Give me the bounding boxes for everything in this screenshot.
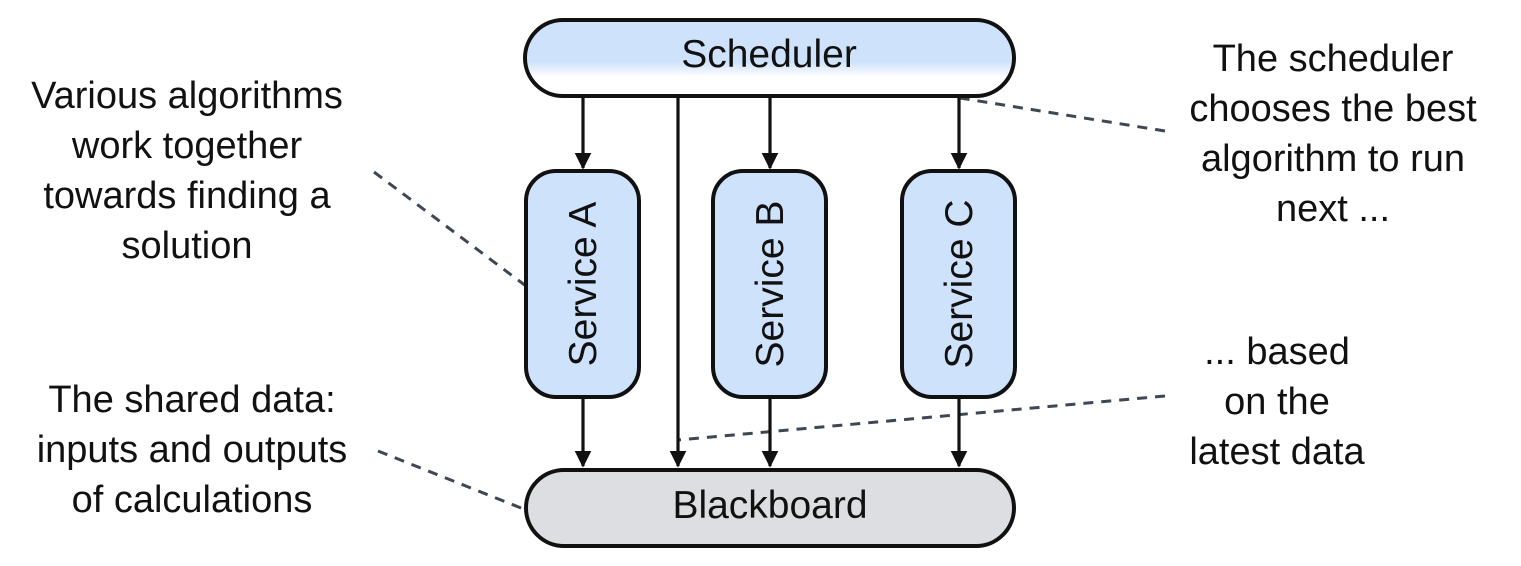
annotation-latest-data-line-2: on the (1224, 381, 1330, 423)
service-a-label: Service A (562, 202, 605, 367)
leader-shared-data-to-blackboard (377, 449, 527, 512)
scheduler-label: Scheduler (681, 33, 857, 76)
annotation-algorithms-line-3: towards finding a (43, 175, 331, 217)
annotation-latest-data-line-3: latest data (1189, 431, 1365, 473)
annotation-algorithms-line-1: Various algorithms (31, 75, 343, 117)
annotation-latest-data: ... based on the latest data (1189, 331, 1365, 473)
annotation-algorithms: Various algorithms work together towards… (31, 75, 343, 267)
annotation-shared-data-line-2: inputs and outputs (37, 429, 348, 471)
annotation-latest-data-line-1: ... based (1204, 331, 1350, 373)
service-a-node: Service A (524, 169, 641, 399)
annotation-shared-data-line-3: of calculations (72, 479, 313, 521)
annotation-algorithms-line-4: solution (122, 225, 253, 267)
annotation-scheduler-choice: The scheduler chooses the best algorithm… (1189, 38, 1477, 230)
service-b-node: Service B (711, 169, 828, 399)
service-b-label: Service B (749, 201, 792, 368)
blackboard-node: Blackboard (524, 468, 1016, 548)
annotation-scheduler-line-3: algorithm to run (1201, 138, 1465, 180)
annotation-shared-data-line-1: The shared data: (48, 379, 335, 421)
service-c-label: Service C (938, 199, 981, 368)
annotation-shared-data: The shared data: inputs and outputs of c… (37, 379, 348, 521)
blackboard-label: Blackboard (672, 484, 867, 527)
leader-algorithms-to-service-a (373, 170, 527, 288)
leader-scheduler-note-to-scheduler (959, 96, 1166, 133)
annotation-scheduler-line-4: next ... (1276, 188, 1390, 230)
annotation-scheduler-line-1: The scheduler (1213, 38, 1454, 80)
service-c-node: Service C (900, 169, 1017, 399)
scheduler-node: Scheduler (523, 18, 1016, 98)
annotation-algorithms-line-2: work together (71, 125, 303, 167)
leader-latest-data-to-center-line (677, 394, 1166, 442)
annotation-scheduler-line-2: chooses the best (1189, 88, 1477, 130)
